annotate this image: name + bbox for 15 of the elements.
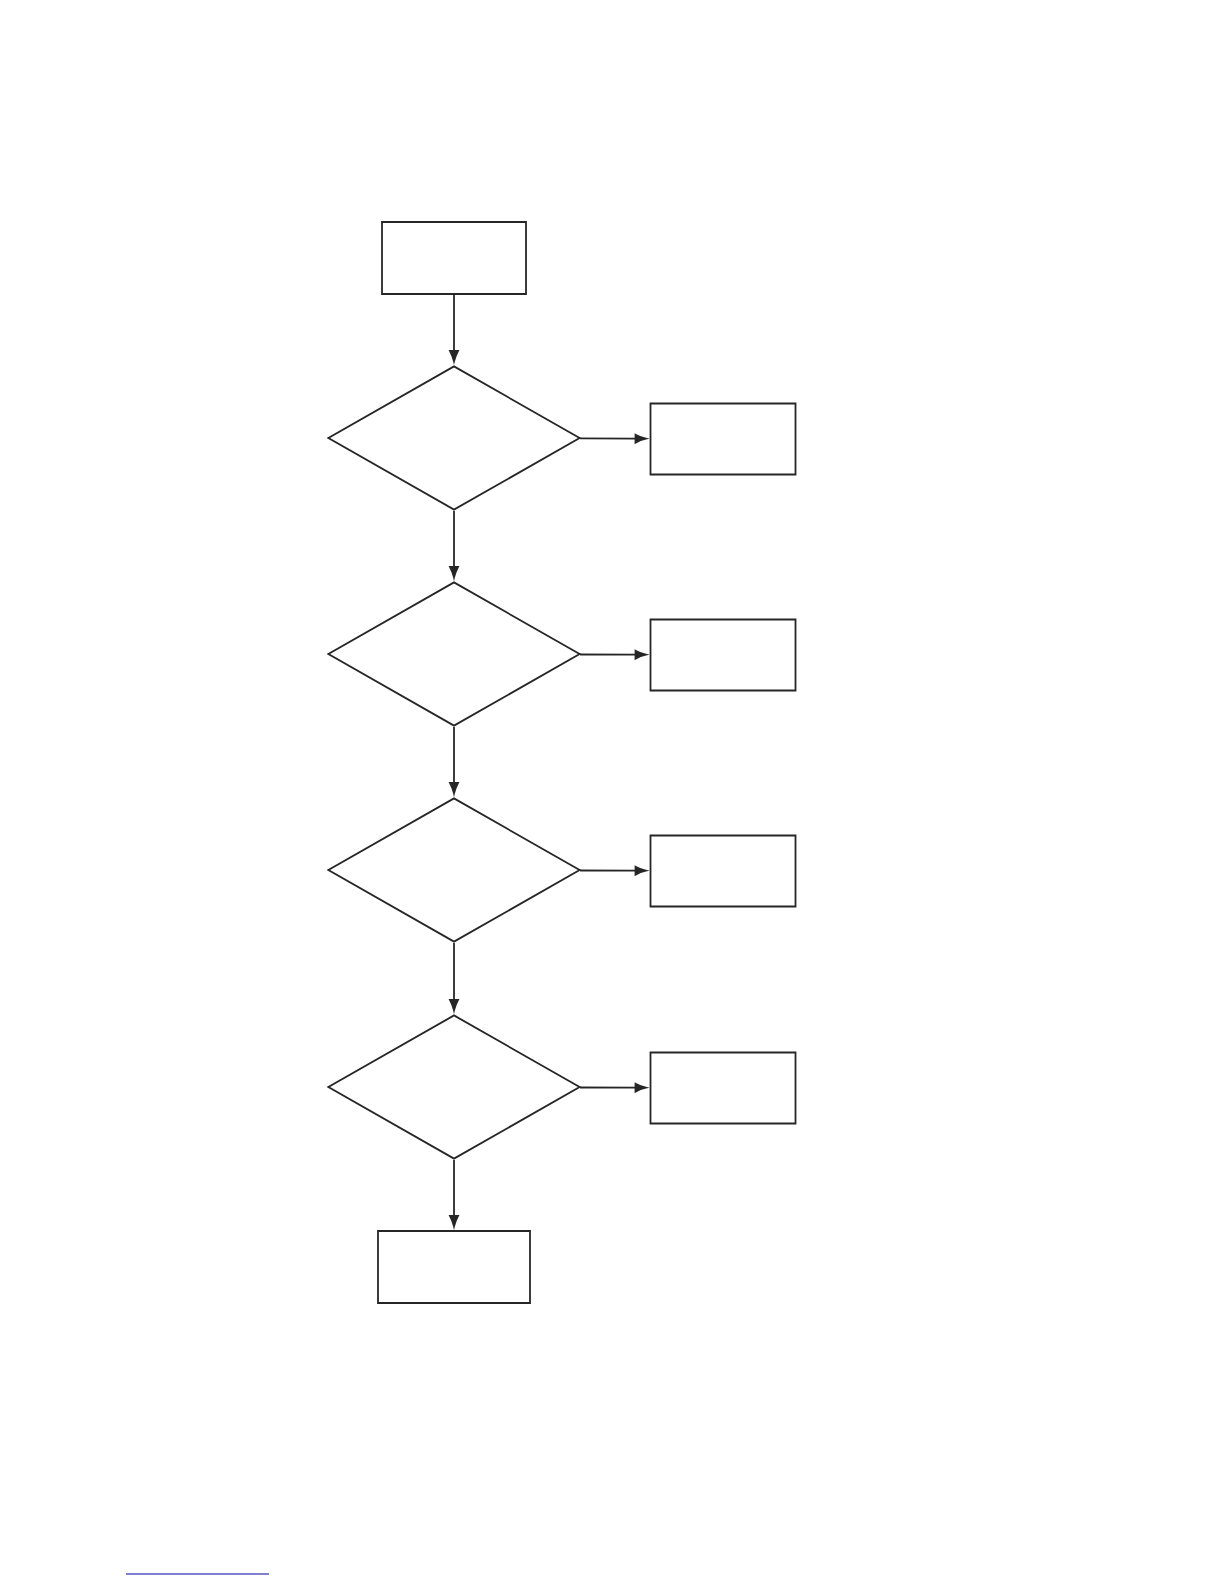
- arrow: [449, 1159, 459, 1228]
- process-box: [649, 834, 797, 908]
- process-box: [649, 402, 797, 476]
- arrow: [449, 510, 459, 579]
- process-box: [649, 1051, 797, 1125]
- arrow: [449, 726, 459, 795]
- arrow: [449, 942, 459, 1012]
- process-box: [649, 618, 797, 692]
- arrow: [579, 433, 647, 444]
- arrow: [449, 294, 459, 363]
- process-box: [377, 1230, 531, 1304]
- process-box: [381, 221, 527, 295]
- arrow: [579, 865, 647, 876]
- arrow: [579, 649, 647, 660]
- arrow: [579, 1082, 647, 1093]
